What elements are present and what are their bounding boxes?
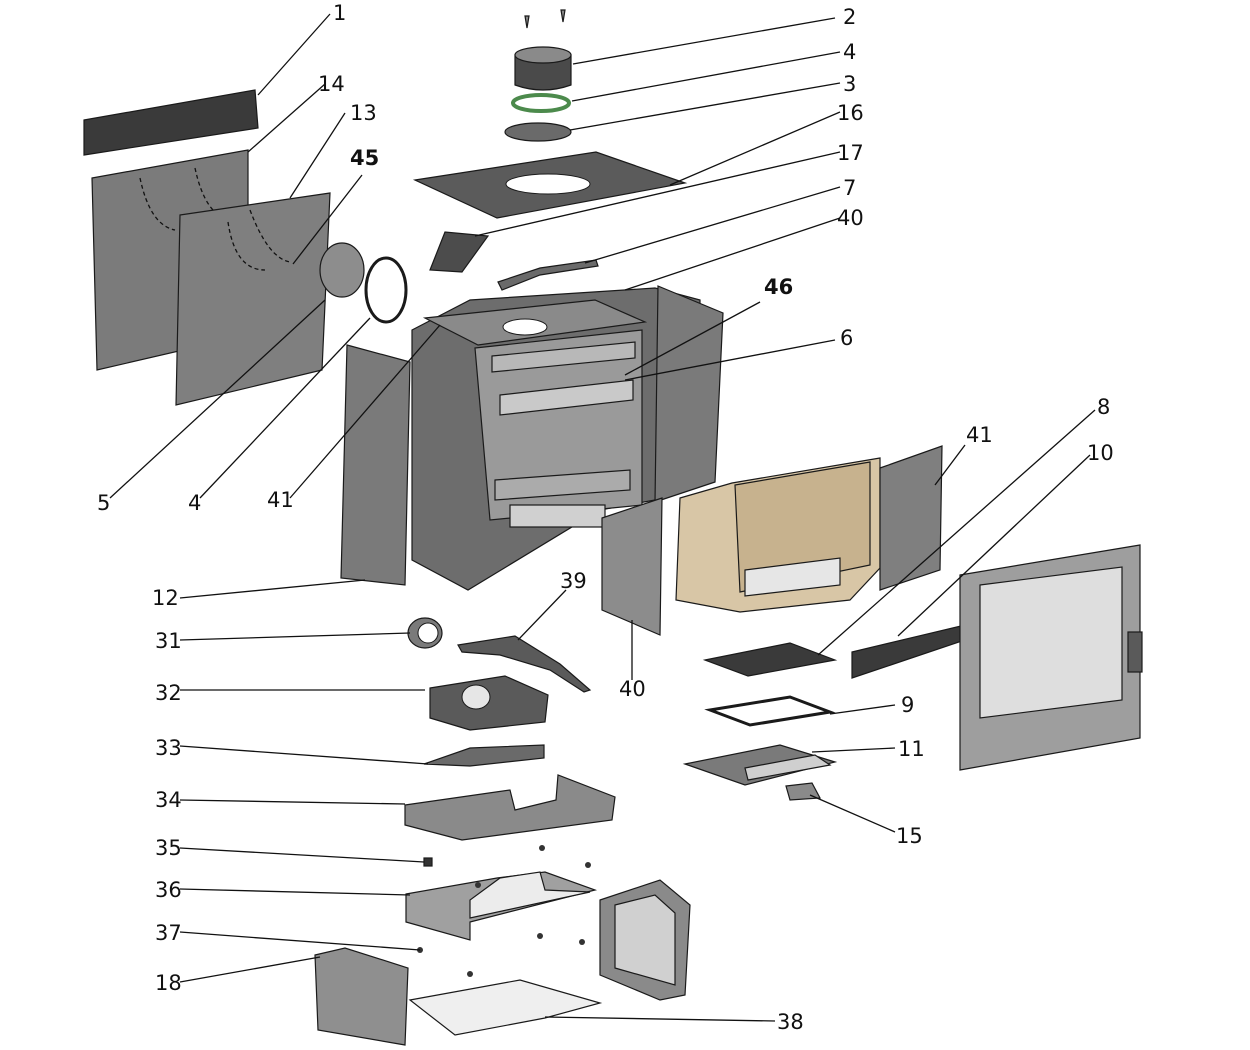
part-5-flue-cover-plate bbox=[319, 242, 365, 298]
label-45: 45 bbox=[350, 146, 379, 170]
part-40-side-firebrick bbox=[601, 497, 663, 636]
part-3-blanking-plate bbox=[504, 122, 572, 142]
part-39-air-slide bbox=[457, 635, 592, 693]
part-labels: 1 2 4 3 16 17 7 40 46 6 8 41 10 9 11 15 … bbox=[97, 1, 1114, 1034]
part-10-riddling-bar bbox=[851, 624, 966, 679]
part-35-screw bbox=[423, 857, 433, 867]
label-36: 36 bbox=[155, 878, 182, 902]
label-10: 10 bbox=[1087, 441, 1114, 465]
part-18-leg-stand bbox=[314, 947, 409, 1046]
label-4-left: 4 bbox=[188, 491, 201, 515]
label-3: 3 bbox=[843, 72, 856, 96]
label-16: 16 bbox=[837, 101, 864, 125]
label-39: 39 bbox=[560, 569, 587, 593]
label-9: 9 bbox=[901, 693, 914, 717]
label-15: 15 bbox=[896, 824, 923, 848]
part-6-right-side-panel bbox=[654, 285, 724, 503]
label-41-right: 41 bbox=[966, 423, 993, 447]
label-40-bottom: 40 bbox=[619, 677, 646, 701]
label-31: 31 bbox=[155, 629, 182, 653]
part-8-grate bbox=[702, 642, 838, 677]
label-14: 14 bbox=[318, 72, 345, 96]
part-33-air-slide-plate bbox=[423, 744, 545, 767]
label-1: 1 bbox=[333, 1, 346, 25]
label-38: 38 bbox=[777, 1010, 804, 1034]
label-40-top: 40 bbox=[837, 206, 864, 230]
part-17-throat-plate bbox=[429, 231, 490, 273]
part-34-base-plate bbox=[404, 774, 616, 841]
label-2: 2 bbox=[843, 5, 856, 29]
label-32: 32 bbox=[155, 681, 182, 705]
part-9-ashpan-frame bbox=[704, 695, 836, 727]
label-11: 11 bbox=[898, 737, 925, 761]
label-34: 34 bbox=[155, 788, 182, 812]
label-41-left: 41 bbox=[267, 488, 294, 512]
part-4-flue-gasket bbox=[511, 93, 571, 113]
label-8: 8 bbox=[1097, 395, 1110, 419]
label-35: 35 bbox=[155, 836, 182, 860]
label-4-top: 4 bbox=[843, 40, 856, 64]
label-37: 37 bbox=[155, 921, 182, 945]
part-4-gasket-ring-side bbox=[364, 256, 408, 324]
part-7-air-control-bar bbox=[497, 259, 599, 291]
label-33: 33 bbox=[155, 736, 182, 760]
part-12-left-side-panel bbox=[340, 344, 411, 586]
part-13-inner-heat-shield bbox=[175, 192, 331, 406]
part-2-flue-collar bbox=[514, 54, 572, 91]
part-41-rear-firebrick bbox=[879, 445, 943, 591]
label-12: 12 bbox=[152, 586, 179, 610]
part-1-rear-top-panel bbox=[83, 89, 259, 156]
part-32-air-box bbox=[429, 675, 549, 731]
label-13: 13 bbox=[350, 101, 377, 125]
part-38-bottom-plate bbox=[408, 979, 603, 1036]
leader-lines bbox=[109, 13, 1096, 1022]
label-46: 46 bbox=[764, 275, 793, 299]
label-5: 5 bbox=[97, 491, 110, 515]
label-6: 6 bbox=[840, 326, 853, 350]
label-17: 17 bbox=[837, 141, 864, 165]
label-18: 18 bbox=[155, 971, 182, 995]
label-7: 7 bbox=[843, 176, 856, 200]
